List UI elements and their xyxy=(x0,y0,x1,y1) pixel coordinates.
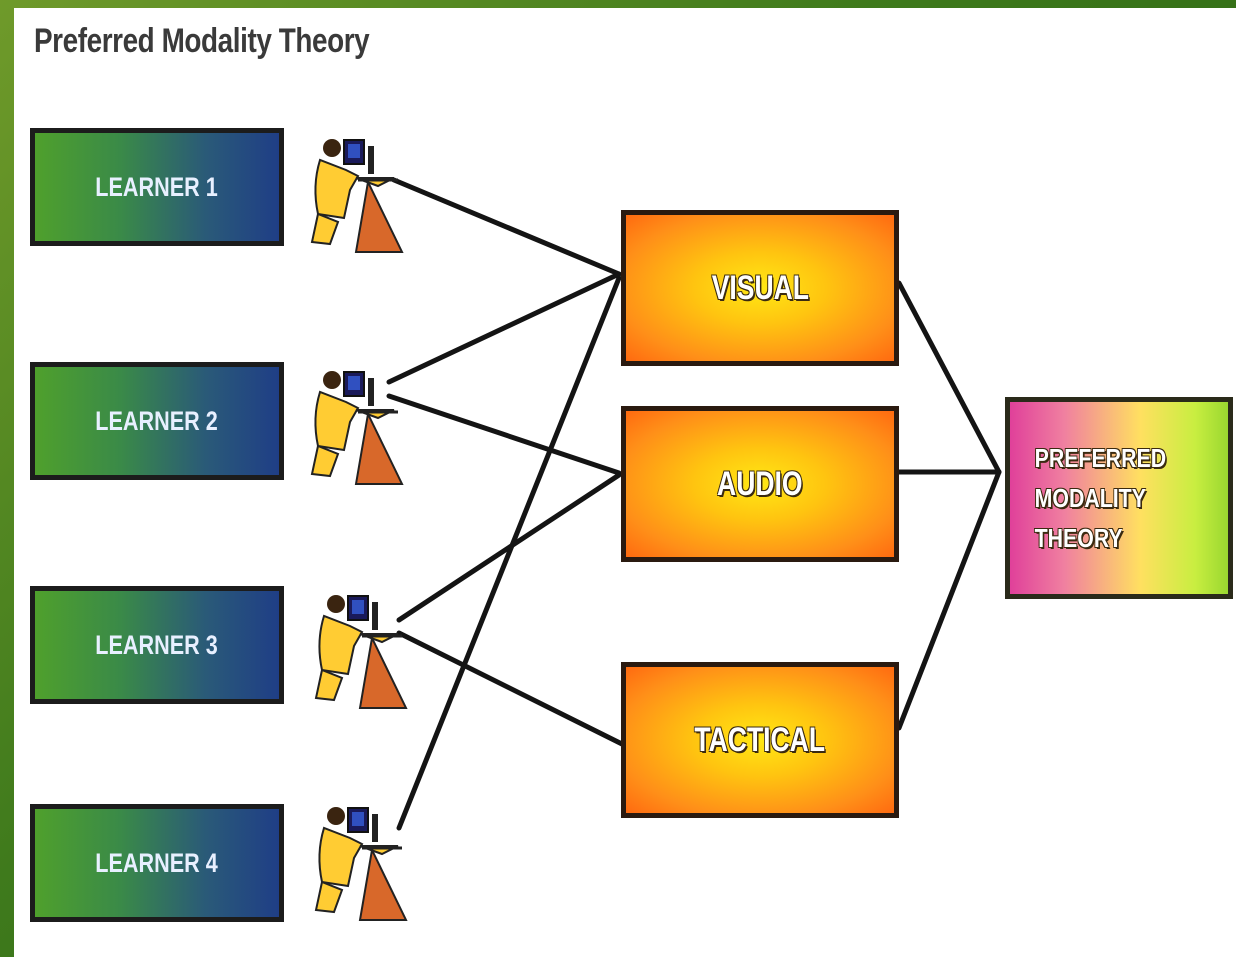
person-at-computer-icon xyxy=(310,139,404,253)
preferred-modality-theory-label: PREFERRED MODALITY THEORY xyxy=(1034,443,1167,553)
audio-label: AUDIO xyxy=(717,464,803,503)
visual-box: VISUAL xyxy=(621,210,899,366)
line-learner3-tactical xyxy=(396,630,625,747)
learner-2-box: LEARNER 2 xyxy=(30,362,284,480)
slide-title: Preferred Modality Theory xyxy=(34,22,370,60)
preferred-modality-theory-box: PREFERRED MODALITY THEORY xyxy=(1005,397,1233,599)
learner-2-label: LEARNER 2 xyxy=(95,405,219,436)
learner-4-label: LEARNER 4 xyxy=(95,847,219,878)
connector-lines xyxy=(386,177,1002,831)
learner-4-box: LEARNER 4 xyxy=(30,804,284,922)
audio-box: AUDIO xyxy=(621,406,899,562)
person-at-computer-icon xyxy=(314,807,408,921)
line-learner4-visual xyxy=(396,275,622,831)
line-learner2-audio xyxy=(386,393,622,476)
learner-3-box: LEARNER 3 xyxy=(30,586,284,704)
line-learner2-visual xyxy=(386,271,622,385)
tactical-box: TACTICAL xyxy=(621,662,899,818)
person-at-computer-icon xyxy=(314,595,408,709)
slide: Preferred Modality Theory LEARNER 1 xyxy=(14,8,1236,957)
line-learner1-visual xyxy=(391,177,622,277)
line-tactical-result xyxy=(896,469,1002,731)
tactical-label: TACTICAL xyxy=(694,720,826,759)
learner-1-box: LEARNER 1 xyxy=(30,128,284,246)
learner-1-label: LEARNER 1 xyxy=(95,171,219,202)
line-visual-result xyxy=(896,280,1002,475)
person-at-computer-icon xyxy=(310,371,404,485)
visual-label: VISUAL xyxy=(711,268,809,307)
learner-3-label: LEARNER 3 xyxy=(95,629,219,660)
